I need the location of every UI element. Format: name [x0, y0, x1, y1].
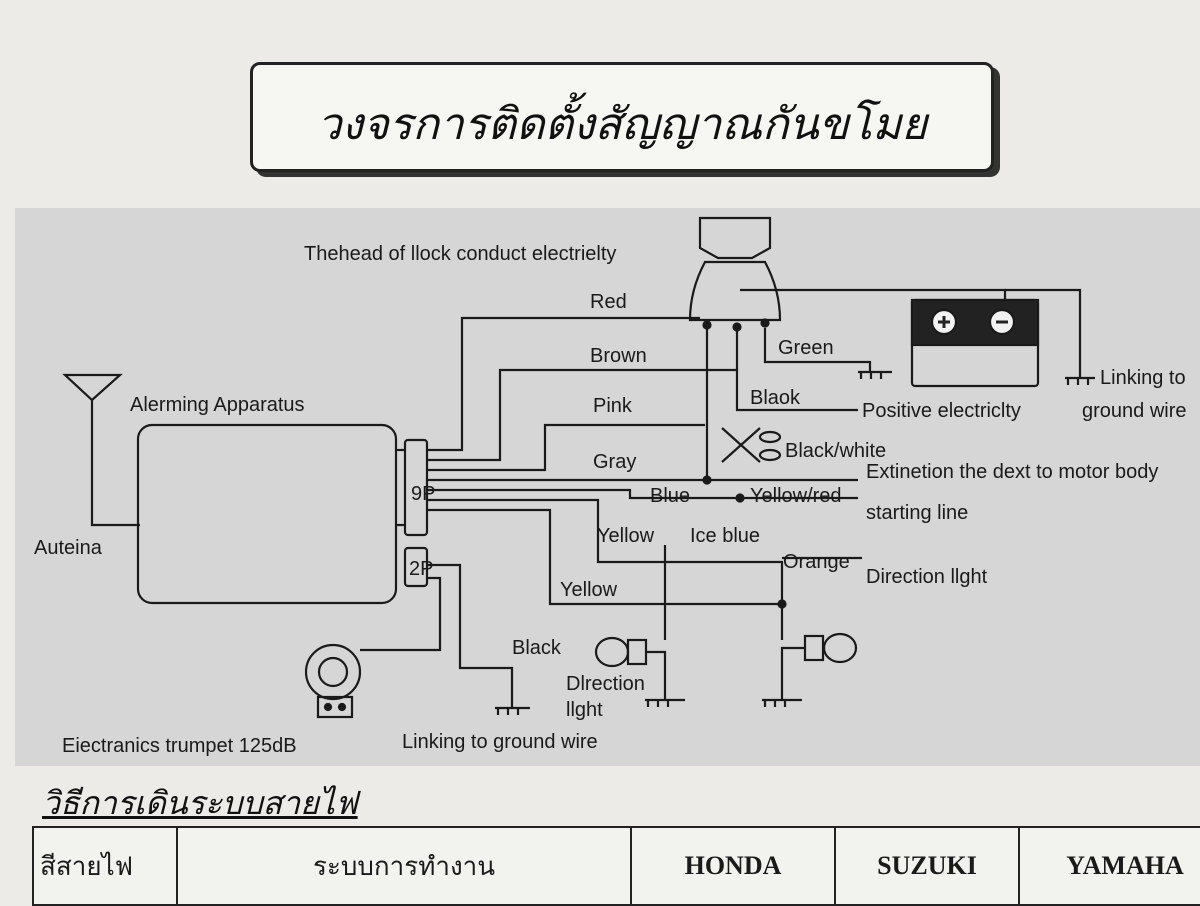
wiring-section-title: วิธีการเดินระบบสายไฟ [42, 784, 358, 822]
wire-table: สีสายไฟ ระบบการทำงาน HONDA SUZUKI YAMAHA [32, 826, 1200, 906]
header-function: ระบบการทำงาน [176, 826, 632, 906]
alarm-label: Alerming Apparatus [130, 394, 305, 416]
wire-pink-label: Pink [593, 395, 633, 417]
connector-9p-label: 9P [411, 483, 435, 505]
table-header-row: สีสายไฟ ระบบการทำงาน HONDA SUZUKI YAMAHA [32, 826, 1200, 906]
wire-yellow-2-label: Yellow [560, 579, 618, 601]
ground-right-label-1: Linking to [1100, 367, 1186, 389]
lock-head-label: Thehead of llock conduct electrielty [304, 243, 616, 265]
wire-yellow-label: Yellow [597, 525, 655, 547]
antenna-icon [62, 373, 140, 527]
horn-icon [304, 643, 362, 701]
wire-black-label: Black [512, 637, 562, 659]
title-box: วงจรการติดตั้งสัญญาณกันขโมย [250, 62, 994, 172]
ground-bottom-label: Linking to ground wire [402, 731, 598, 753]
direction-light-right-label: Direction llght [866, 566, 988, 588]
connector-2p [403, 546, 429, 588]
wire-blaok-label: Blaok [750, 387, 801, 409]
antenna-label: Auteina [34, 537, 103, 559]
connector-9p [403, 438, 429, 537]
header-wire-color: สีสายไฟ [32, 826, 178, 906]
wire-blue-label: Blue [650, 485, 690, 507]
wire-brown-label: Brown [590, 345, 647, 367]
wire-gray-label: Gray [593, 451, 636, 473]
wire-yellow-red-label: Yellow/red [750, 485, 842, 507]
lock-head-icon [688, 216, 782, 322]
trumpet-label: Eiectranics trumpet 125dB [62, 735, 297, 757]
wire-green-label: Green [778, 337, 834, 359]
starting-line-label: starting line [866, 502, 968, 524]
header-yamaha: YAMAHA [1018, 826, 1200, 906]
wire-black-white-label: Black/white [785, 440, 886, 462]
connector-2p-label: 2P [409, 558, 433, 580]
extinction-label: Extinetion the dext to motor body [866, 461, 1158, 483]
wire-ice-blue-label: Ice blue [690, 525, 760, 547]
direction-light-right-icon [822, 632, 858, 664]
wire-orange-label: Orange [783, 551, 850, 573]
direction-light-left-icon [594, 636, 630, 668]
header-honda: HONDA [630, 826, 836, 906]
alarm-box [136, 423, 398, 605]
positive-electricity-label: Positive electriclty [862, 400, 1021, 422]
wire-red-label: Red [590, 291, 627, 313]
ground-right-label-2: ground wire [1082, 400, 1187, 422]
direction-light-left-label-2: llght [566, 699, 603, 721]
page-title: วงจรการติดตั้งสัญญาณกันขโมย [316, 99, 928, 150]
direction-light-left-label-1: Dlrection [566, 673, 645, 695]
header-suzuki: SUZUKI [834, 826, 1020, 906]
